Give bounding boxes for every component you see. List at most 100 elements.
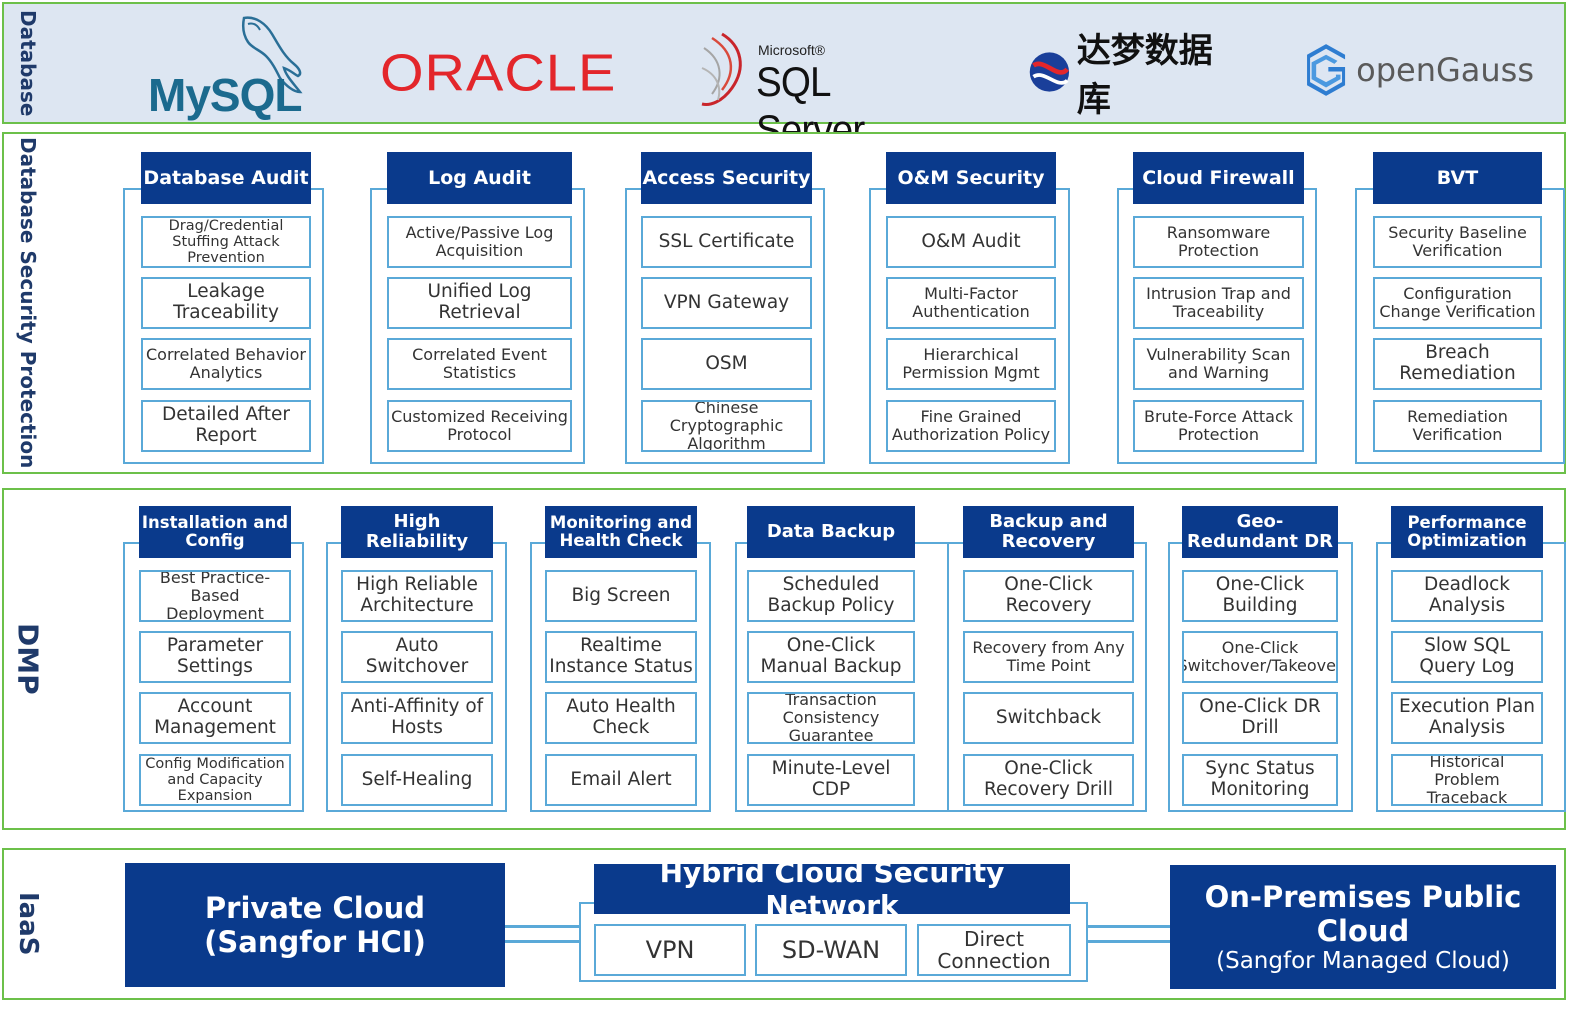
dmp-item-account-management: Account Management	[139, 692, 291, 744]
security-item-drag-credential-stuffing-attack-prevention: Drag/Credential Stuffing Attack Preventi…	[141, 216, 311, 268]
sqlserver-logo: Microsoft® SQL Server	[692, 28, 942, 153]
security-item-chinese-cryptographic-algorithm: Chinese Cryptographic Algorithm	[641, 400, 812, 452]
security-item-ssl-certificate: SSL Certificate	[641, 216, 812, 268]
dmp-group-performance-optimization-title: Performance Optimization	[1391, 506, 1543, 558]
security-item-vpn-gateway: VPN Gateway	[641, 277, 812, 329]
dmp-item-one-click-switchover-takeover: One-Click Switchover/Takeover	[1182, 631, 1338, 683]
oracle-logo-text: ORACLE	[380, 43, 617, 101]
dmp-item-one-click-dr-drill: One-Click DR Drill	[1182, 692, 1338, 744]
security-item-osm: OSM	[641, 338, 812, 390]
dameng-mark-icon	[1029, 52, 1070, 92]
security-group-cloud-firewall-title: Cloud Firewall	[1133, 152, 1304, 204]
security-band: Database Security Protection Database Au…	[2, 132, 1566, 474]
opengauss-mark-icon	[1307, 44, 1346, 96]
public-cloud-subtitle: (Sangfor Managed Cloud)	[1216, 948, 1510, 974]
dmp-item-one-click-building: One-Click Building	[1182, 570, 1338, 622]
security-item-oandm-audit: O&M Audit	[886, 216, 1056, 268]
security-group-database-audit-title: Database Audit	[141, 152, 311, 204]
connector-left-top	[505, 925, 581, 928]
dmp-item-auto-health-check: Auto Health Check	[545, 692, 697, 744]
dmp-item-one-click-recovery: One-Click Recovery	[963, 570, 1134, 622]
dmp-item-anti-affinity-of-hosts: Anti-Affinity of Hosts	[341, 692, 493, 744]
dmp-item-switchback: Switchback	[963, 692, 1134, 744]
security-item-configuration-change-verification: Configuration Change Verification	[1373, 277, 1542, 329]
dmp-item-one-click-manual-backup: One-Click Manual Backup	[747, 631, 915, 683]
dmp-item-parameter-settings: Parameter Settings	[139, 631, 291, 683]
dmp-item-minute-level-cdp: Minute-Level CDP	[747, 754, 915, 806]
connector-right-top	[1086, 925, 1170, 928]
security-item-intrusion-trap-and-traceability: Intrusion Trap and Traceability	[1133, 277, 1304, 329]
band-label-database: Database	[16, 9, 40, 117]
dmp-item-scheduled-backup-policy: Scheduled Backup Policy	[747, 570, 915, 622]
dameng-logo-text: 达梦数据库	[1076, 31, 1213, 120]
security-item-correlated-event-statistics: Correlated Event Statistics	[387, 338, 572, 390]
public-cloud-title: On-Premises Public Cloud	[1204, 880, 1522, 948]
sqlserver-swirl-icon	[701, 32, 742, 106]
dmp-group-data-backup-title: Data Backup	[747, 506, 915, 558]
dmp-item-high-reliable-architecture: High Reliable Architecture	[341, 570, 493, 622]
dmp-group-monitoring-and-health-check-title: Monitoring and Health Check	[545, 506, 697, 558]
dmp-item-slow-sql-query-log: Slow SQL Query Log	[1391, 631, 1543, 683]
security-group-access-security-title: Access Security	[641, 152, 812, 204]
oracle-logo: ORACLE	[380, 42, 640, 102]
dmp-group-installation-and-config-title: Installation and Config	[139, 506, 291, 558]
dmp-item-sync-status-monitoring: Sync Status Monitoring	[1182, 754, 1338, 806]
dmp-item-transaction-consistency-guarantee: Transaction Consistency Guarantee	[747, 692, 915, 744]
band-label-security: Database Security Protection	[16, 137, 40, 469]
security-item-breach-remediation: Breach Remediation	[1373, 338, 1542, 390]
dmp-item-auto-switchover: Auto Switchover	[341, 631, 493, 683]
sqlserver-microsoft-text: Microsoft®	[758, 42, 826, 58]
iaas-band: IaaS Private Cloud (Sangfor HCI) Hybrid …	[2, 848, 1566, 1000]
security-item-security-baseline-verification: Security Baseline Verification	[1373, 216, 1542, 268]
hybrid-item-sdwan: SD-WAN	[755, 924, 907, 976]
security-group-bvt-title: BVT	[1373, 152, 1542, 204]
dmp-item-big-screen: Big Screen	[545, 570, 697, 622]
band-label-iaas: IaaS	[13, 892, 43, 956]
security-group-log-audit-title: Log Audit	[387, 152, 572, 204]
band-label-dmp: DMP	[11, 623, 45, 695]
dmp-item-recovery-from-any-time-point: Recovery from Any Time Point	[963, 631, 1134, 683]
dmp-item-config-modification-and-capacity-expansion: Config Modification and Capacity Expansi…	[139, 754, 291, 806]
security-item-active-passive-log-acquisition: Active/Passive Log Acquisition	[387, 216, 572, 268]
mysql-logo: MySQL	[144, 12, 314, 121]
security-item-brute-force-attack-protection: Brute-Force Attack Protection	[1133, 400, 1304, 452]
private-cloud-box: Private Cloud (Sangfor HCI)	[125, 863, 505, 987]
security-item-correlated-behavior-analytics: Correlated Behavior Analytics	[141, 338, 311, 390]
hybrid-item-vpn: VPN	[594, 924, 746, 976]
dmp-group-backup-and-recovery-title: Backup and Recovery	[963, 506, 1134, 558]
opengauss-logo: openGauss	[1304, 30, 1534, 110]
connector-right-bottom	[1086, 940, 1170, 943]
security-group-oandm-security-title: O&M Security	[886, 152, 1056, 204]
security-item-multi-factor-authentication: Multi-Factor Authentication	[886, 277, 1056, 329]
mysql-logo-text: MySQL	[148, 69, 302, 121]
dmp-group-geo-redundant-dr-title: Geo-Redundant DR	[1182, 506, 1338, 558]
dmp-item-execution-plan-analysis: Execution Plan Analysis	[1391, 692, 1543, 744]
dmp-item-realtime-instance-status: Realtime Instance Status	[545, 631, 697, 683]
security-item-hierarchical-permission-mgmt: Hierarchical Permission Mgmt	[886, 338, 1056, 390]
private-cloud-subtitle: (Sangfor HCI)	[204, 925, 426, 959]
security-item-detailed-after-report: Detailed After Report	[141, 400, 311, 452]
hybrid-item-direct: Direct Connection	[917, 924, 1071, 976]
public-cloud-box: On-Premises Public Cloud (Sangfor Manage…	[1170, 865, 1556, 989]
security-item-vulnerability-scan-and-warning: Vulnerability Scan and Warning	[1133, 338, 1304, 390]
database-band: Database MySQL ORACLE Microsoft® SQL Ser…	[2, 2, 1566, 153]
dmp-item-one-click-recovery-drill: One-Click Recovery Drill	[963, 754, 1134, 806]
security-item-ransomware-protection: Ransomware Protection	[1133, 216, 1304, 268]
security-item-leakage-traceability: Leakage Traceability	[141, 277, 311, 329]
connector-left-bottom	[505, 940, 581, 943]
hybrid-network-title: Hybrid Cloud Security Network	[594, 856, 1070, 922]
sqlserver-logo-text: SQL Server	[756, 58, 865, 153]
opengauss-logo-text: openGauss	[1356, 51, 1534, 89]
security-item-remediation-verification: Remediation Verification	[1373, 400, 1542, 452]
dmp-item-email-alert: Email Alert	[545, 754, 697, 806]
dmp-item-self-healing: Self-Healing	[341, 754, 493, 806]
dameng-logo: 达梦数据库	[1026, 31, 1236, 120]
dmp-item-best-practice-based-deployment: Best Practice-Based Deployment	[139, 570, 291, 622]
dmp-item-deadlock-analysis: Deadlock Analysis	[1391, 570, 1543, 622]
security-item-customized-receiving-protocol: Customized Receiving Protocol	[387, 400, 572, 452]
dmp-item-historical-problem-traceback: Historical Problem Traceback	[1391, 754, 1543, 806]
security-item-unified-log-retrieval: Unified Log Retrieval	[387, 277, 572, 329]
private-cloud-title: Private Cloud	[204, 891, 426, 925]
dmp-group-high-reliability-title: High Reliability	[341, 506, 493, 558]
